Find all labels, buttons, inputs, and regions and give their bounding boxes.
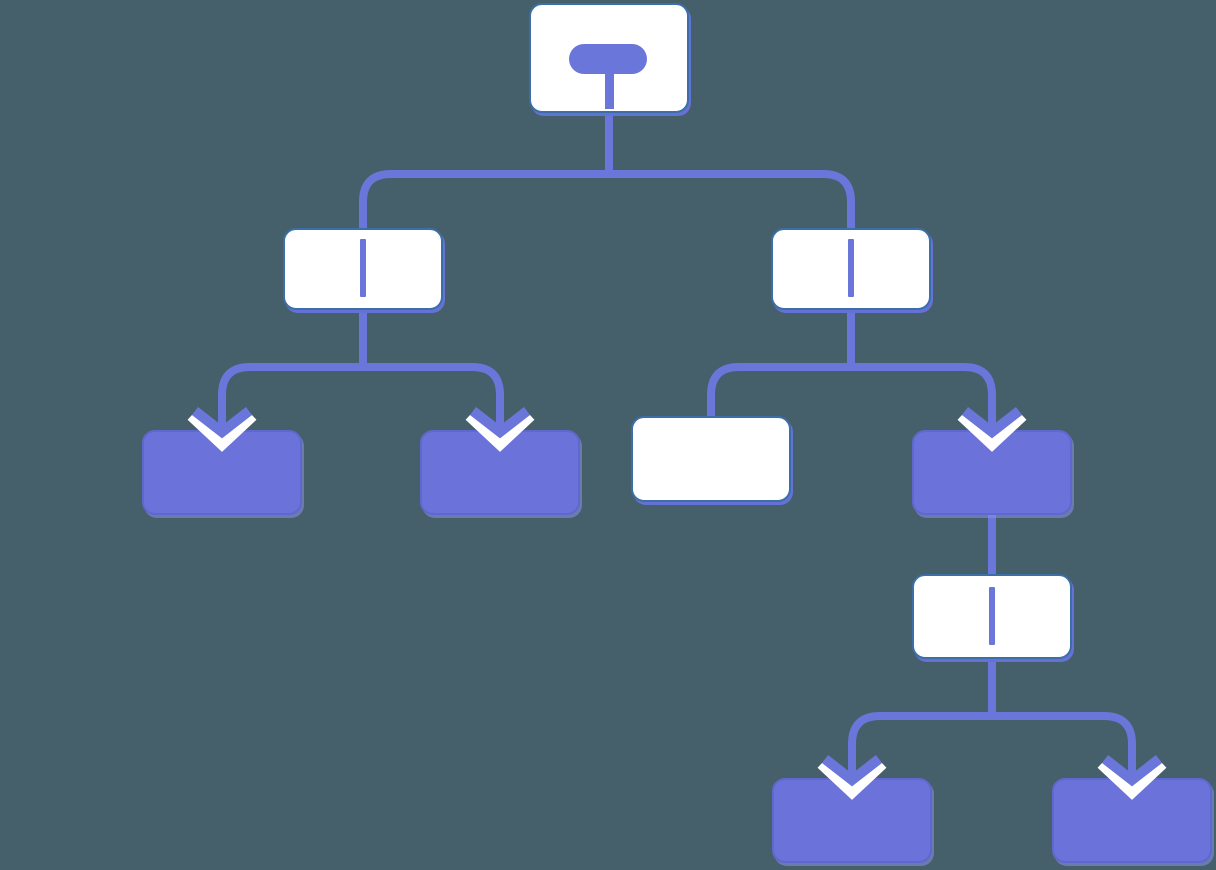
node-branch-right[interactable] (771, 228, 931, 310)
node-branch-lower[interactable] (912, 574, 1072, 659)
root-pill-stem-icon (604, 71, 614, 109)
root-pill-icon (569, 44, 647, 74)
node-collapsed-right[interactable] (912, 430, 1072, 515)
node-leaf-left-1[interactable] (142, 430, 302, 515)
pass-through-line-icon (989, 587, 995, 645)
node-leaf-left-2[interactable] (420, 430, 580, 515)
node-child-right-white[interactable] (631, 416, 791, 502)
edge-junction-left (218, 363, 504, 412)
edge-junction-right (707, 363, 996, 418)
pass-through-line-icon (360, 239, 366, 297)
node-root[interactable] (529, 3, 689, 113)
edge-junction-bottom (848, 712, 1136, 760)
edge-junction-level1 (359, 170, 855, 230)
pass-through-line-icon (848, 239, 854, 297)
node-branch-left[interactable] (283, 228, 443, 310)
node-leaf-bottom-right[interactable] (1052, 778, 1212, 863)
node-leaf-bottom-left[interactable] (772, 778, 932, 863)
